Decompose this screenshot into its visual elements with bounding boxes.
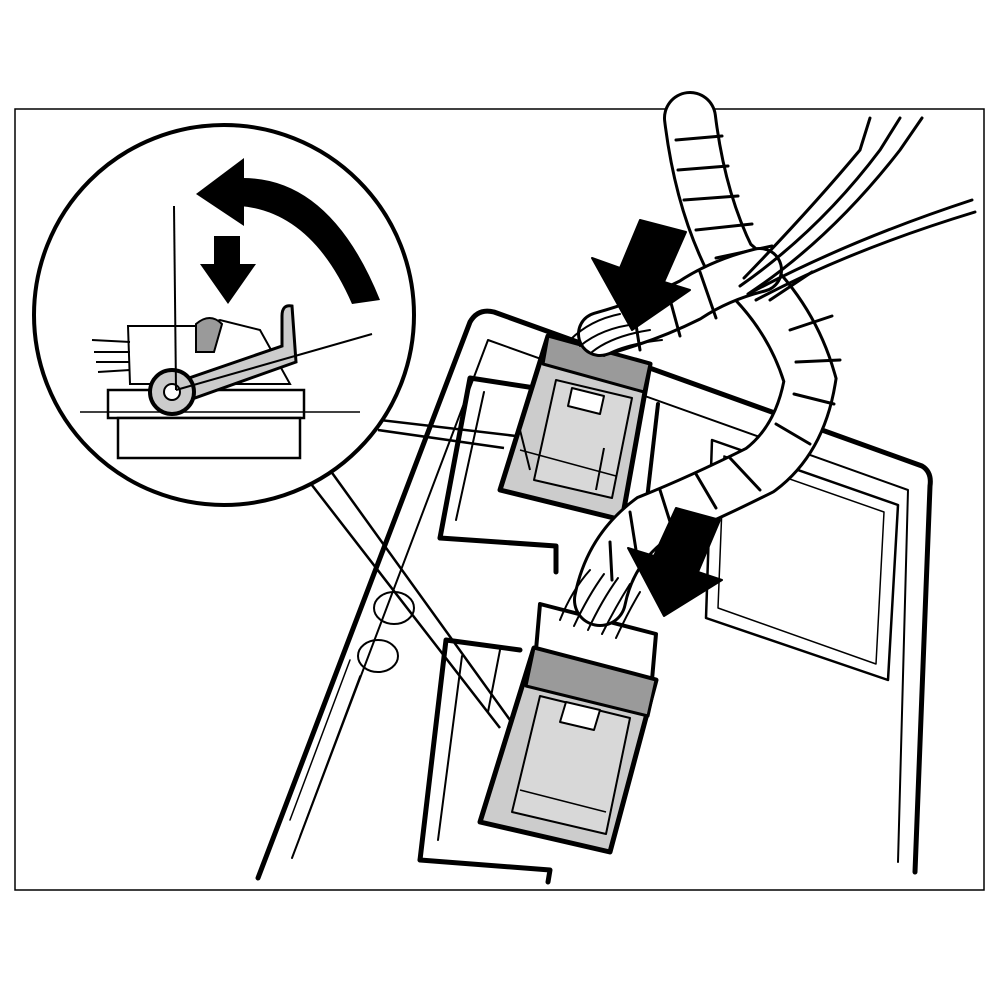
wiring-harness [559, 91, 977, 639]
rotate-counterclockwise-arrow-icon [240, 177, 380, 304]
detail-callout [32, 123, 416, 507]
upper-connector [497, 333, 653, 523]
lower-connector [477, 602, 659, 855]
down-arrow-icon [200, 236, 256, 304]
down-arrow-icon [627, 507, 723, 617]
down-arrow-icon [591, 219, 691, 331]
callout-leaders [307, 418, 517, 729]
push-arrows [591, 219, 723, 617]
rotate-arrowhead [196, 158, 244, 226]
